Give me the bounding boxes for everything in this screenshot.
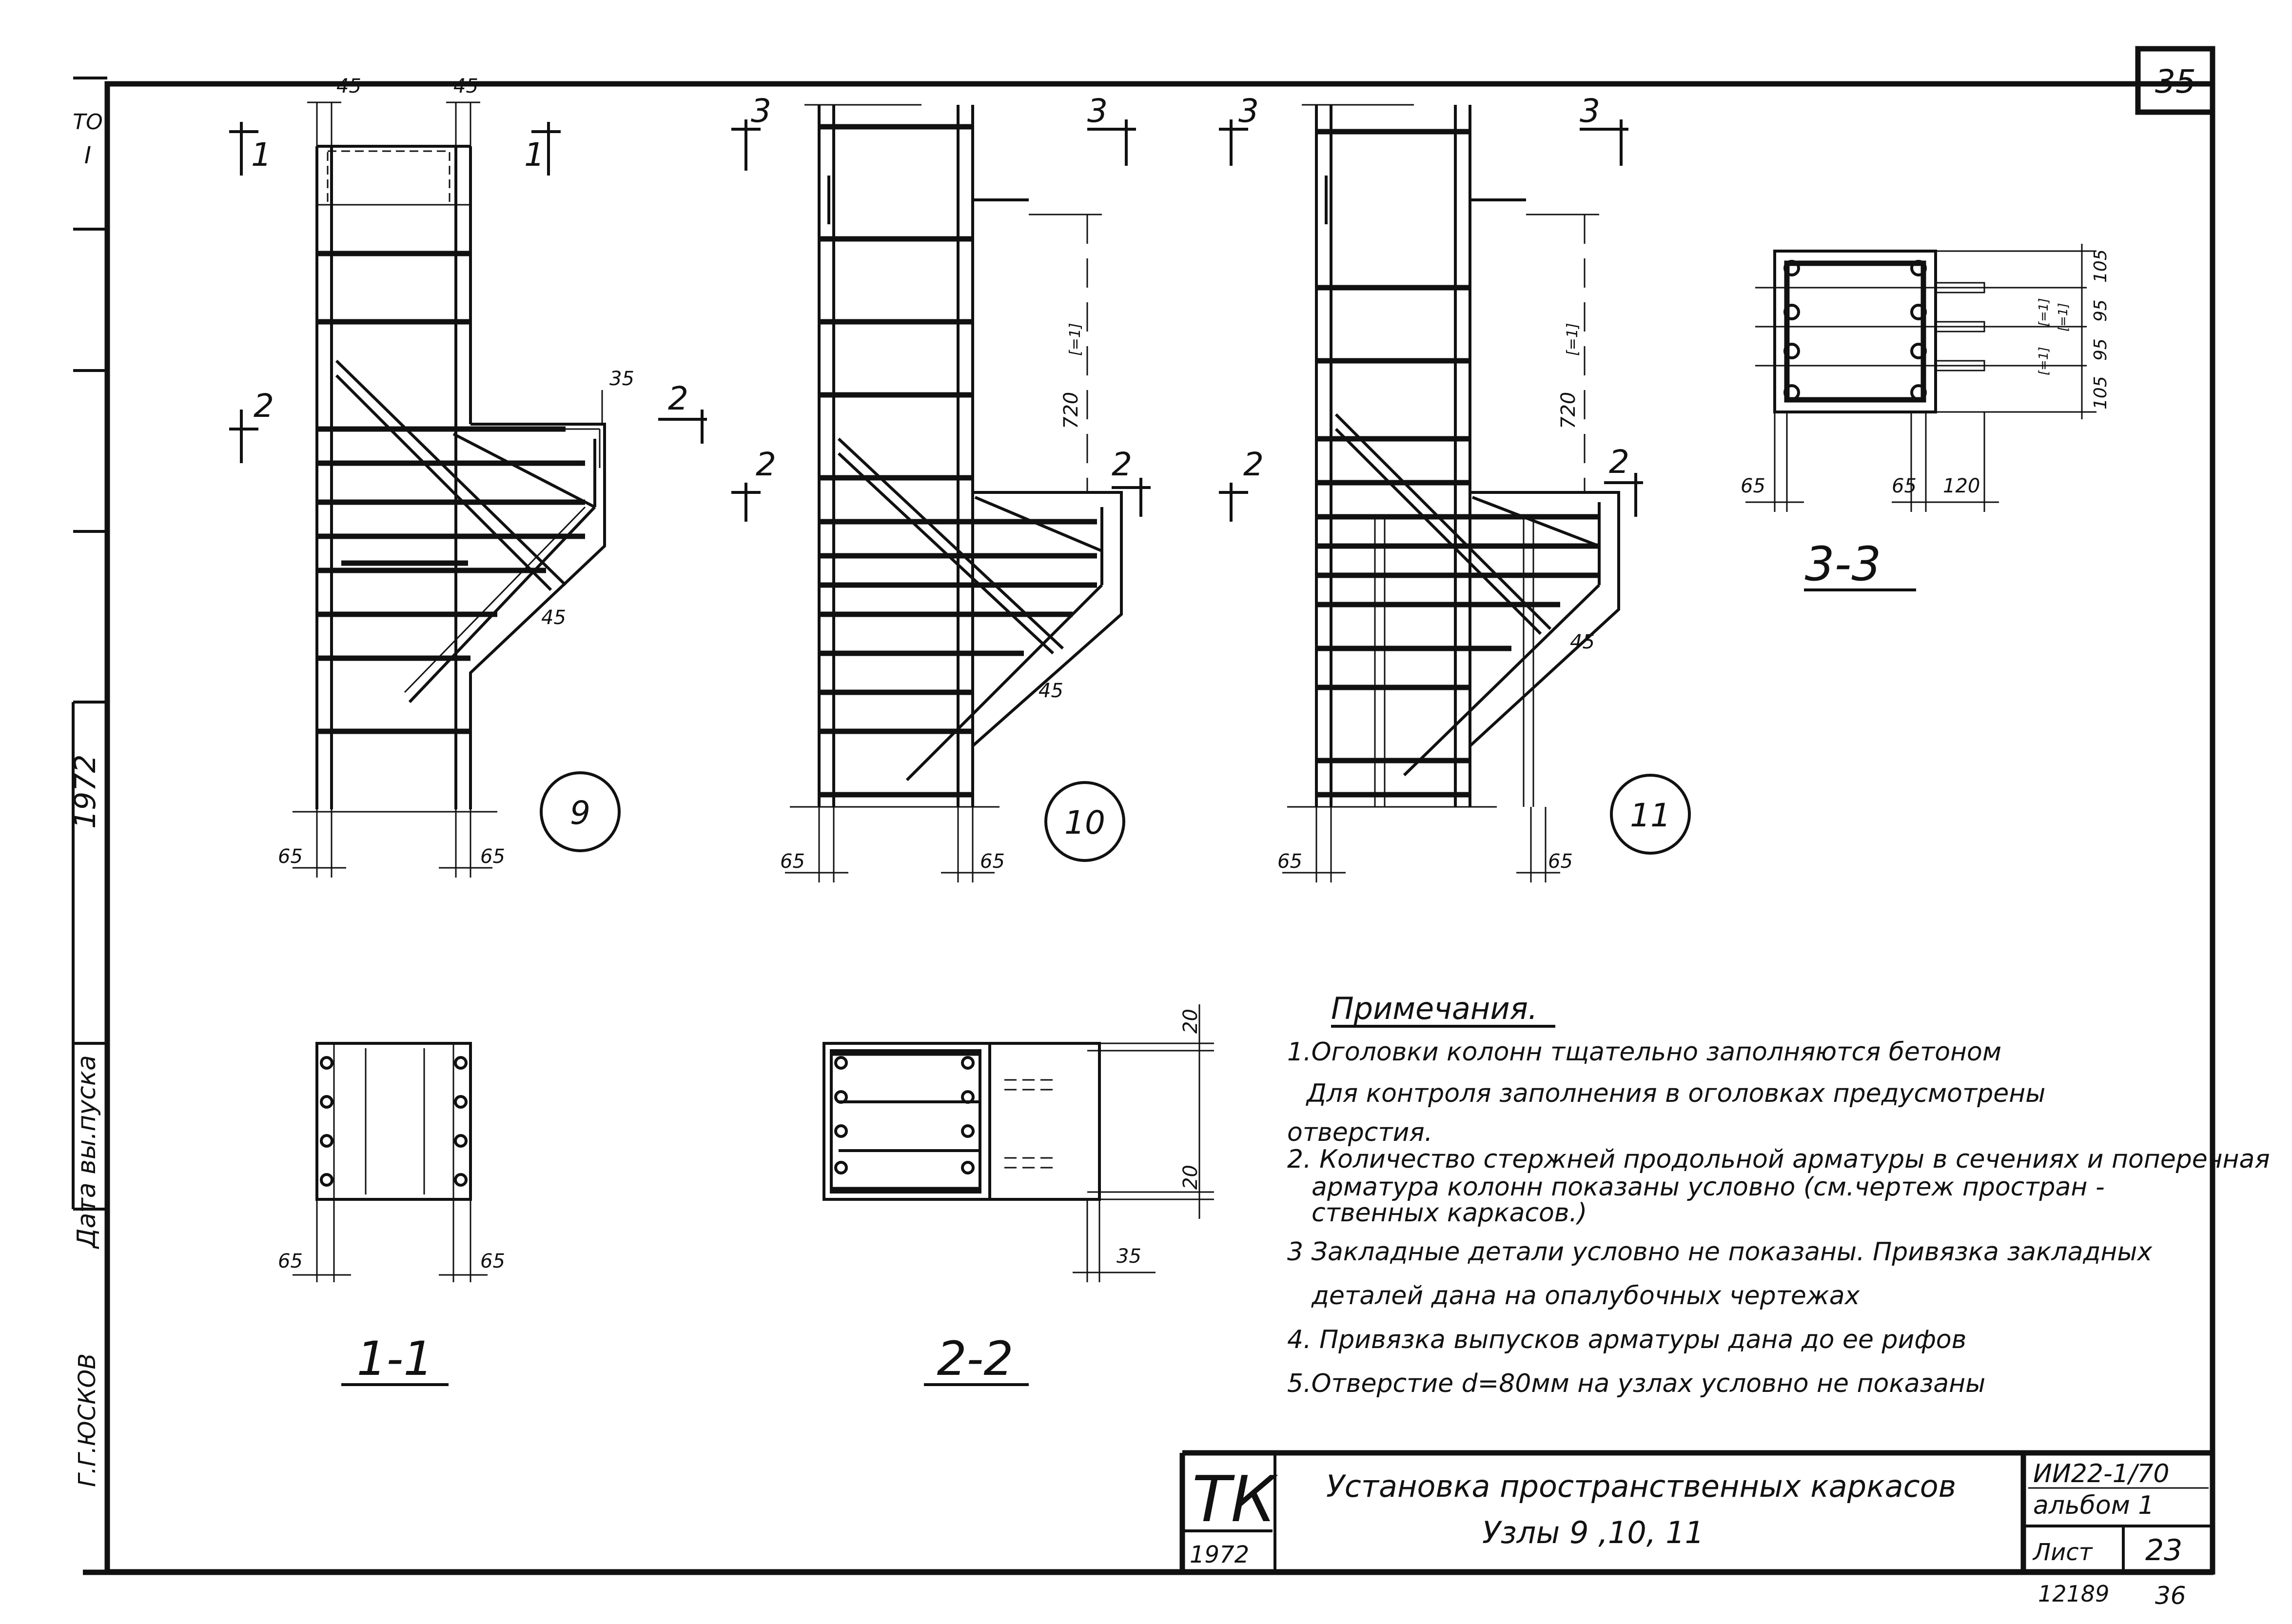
- node-9-top-right-dim: 45: [453, 75, 478, 98]
- section-2-2-title: 2-2: [937, 1331, 1014, 1386]
- note-line-2: Для контроля заполнения в оголовках пред…: [1306, 1079, 2045, 1108]
- title-block-logo-year: 1972: [1190, 1541, 1249, 1568]
- section-3-3-dim-95a: 95: [2091, 299, 2111, 322]
- section-2-2: 20 20 35 2-2: [823, 1004, 1214, 1386]
- section-3-3-dim-105b: 105: [2091, 376, 2111, 410]
- node-9-number: 9: [570, 794, 590, 832]
- section-3-3-dim-120: 120: [1943, 475, 1980, 497]
- node-11-number: 11: [1630, 797, 1671, 834]
- node-10-diag-dim: 45: [1038, 680, 1063, 702]
- side-roman-label: I: [84, 142, 91, 169]
- node-10-cut-marks: 3 3 2 2 10: [731, 92, 1151, 862]
- title-block-title-line2: Узлы 9 ,10, 11: [1482, 1515, 1704, 1550]
- note-line-6: ственных каркасов.): [1312, 1198, 1587, 1228]
- node-9-cut-2-right: 2: [668, 380, 688, 417]
- section-3-3: 105 95 95 105 [=1] [=1] [=1] 65 65 120 3…: [1741, 244, 2111, 591]
- node-9-bottom-right-dim: 65: [480, 845, 505, 868]
- node-11-cut-3-right: 3: [1580, 92, 1600, 130]
- section-3-3-dim-95b: 95: [2091, 338, 2111, 361]
- note-line-1: 1.Оголовки колонн тщательно заполняются …: [1287, 1037, 2001, 1067]
- sheet-number-box: [2135, 46, 2215, 115]
- node-10-cut-3-right: 3: [1087, 92, 1108, 130]
- title-block-logo: ТК: [1192, 1462, 1278, 1536]
- side-author: Г.Г.ЮСКОВ: [74, 1353, 101, 1487]
- notes-heading: Примечания.: [1331, 991, 1538, 1026]
- node-11-dims: 720 [=1] 45 65 65: [1277, 214, 1599, 882]
- section-1-1-title: 1-1: [357, 1331, 433, 1386]
- section-2-2-dim-bottom: 20: [1179, 1165, 1202, 1190]
- sheet-frame: 35: [72, 46, 2215, 1575]
- node-11-bottom-right-dim: 65: [1548, 850, 1573, 873]
- node-11-cut-2-left: 2: [1243, 446, 1264, 483]
- section-3-3-mark-b: [=1]: [2056, 303, 2071, 332]
- node-11-mark: [=1]: [1564, 323, 1581, 356]
- title-block-title-line1: Установка пространственных каркасов: [1326, 1468, 1956, 1504]
- node-10-height-dim: 720: [1060, 392, 1082, 429]
- node-10-number: 10: [1064, 804, 1105, 841]
- node-11-cut-2-right: 2: [1609, 443, 1629, 481]
- title-block-album: альбом 1: [2033, 1491, 2154, 1520]
- section-1-1-dim-right: 65: [480, 1250, 505, 1272]
- section-2-2-dim-top: 20: [1179, 1009, 1202, 1034]
- node-9-cut-marks: 1 1 2 2 9: [229, 122, 707, 852]
- node-10-cut-2-right: 2: [1112, 446, 1132, 483]
- node-9-ledge-dim: 35: [609, 368, 634, 390]
- side-date-label: Дата вы.пуска: [72, 1055, 101, 1249]
- title-block-sheet-number: 23: [2145, 1533, 2182, 1567]
- note-line-4: 2. Количество стержней продольной армату…: [1287, 1145, 2270, 1174]
- node-10-cut-3-left: 3: [751, 92, 771, 130]
- title-block-code: ИИ22-1/70: [2033, 1459, 2170, 1488]
- side-stamp: ТО I 1972 Дата вы.пуска Г.Г.ЮСКОВ: [68, 110, 103, 1487]
- node-10-bottom-left-dim: 65: [780, 850, 805, 873]
- node-10-dims: 720 [=1] 45 65 65: [780, 214, 1102, 882]
- note-line-9: 4. Привязка выпусков арматуры дана до ее…: [1287, 1325, 1966, 1354]
- node-11-height-dim: 720: [1557, 392, 1580, 429]
- node-9-drawing: [293, 145, 606, 813]
- note-line-3: отверстия.: [1287, 1118, 1432, 1147]
- node-10-cut-2-left: 2: [756, 446, 776, 483]
- section-3-3-title: 3-3: [1805, 537, 1881, 591]
- node-10-drawing: [790, 104, 1123, 808]
- section-3-3-mark-c: [=1]: [2037, 347, 2051, 375]
- node-9-cut-1-left: 1: [251, 136, 272, 174]
- node-11-bottom-left-dim: 65: [1277, 850, 1302, 873]
- side-year: 1972: [68, 754, 102, 829]
- node-11-drawing: [1287, 104, 1620, 808]
- node-9-bottom-left-dim: 65: [278, 845, 303, 868]
- section-3-3-mark-a: [=1]: [2037, 298, 2051, 327]
- note-line-5: арматура колонн показаны условно (см.чер…: [1312, 1173, 2105, 1202]
- section-1-1: 65 65 1-1: [278, 1042, 505, 1386]
- title-block-sheet-label: Лист: [2032, 1539, 2094, 1566]
- footer-right-number: 36: [2155, 1582, 2186, 1610]
- section-2-2-dim-35: 35: [1117, 1245, 1141, 1268]
- note-line-7: 3 Закладные детали условно не показаны. …: [1287, 1237, 2153, 1267]
- node-9-diag-dim: 45: [541, 607, 566, 629]
- node-11-diag-dim: 45: [1570, 631, 1595, 653]
- notes-block: Примечания. 1.Оголовки колонн тщательно …: [1287, 991, 2270, 1398]
- node-10-bottom-right-dim: 65: [980, 850, 1005, 873]
- node-9-top-left-dim: 45: [336, 75, 361, 98]
- title-block: ТК 1972 Установка пространственных карка…: [1179, 1450, 2213, 1610]
- section-3-3-dim-105a: 105: [2091, 249, 2111, 283]
- sheet-number: 35: [2155, 63, 2196, 100]
- node-9-dims: 45 45 35 45 65 65: [278, 75, 634, 878]
- side-top-label: ТО: [73, 110, 103, 135]
- node-11-cut-marks: 3 3 2 2 11: [1219, 92, 1691, 855]
- node-9-cut-2-left: 2: [254, 387, 274, 425]
- section-1-1-dim-left: 65: [278, 1250, 303, 1272]
- node-9-cut-1-right: 1: [524, 136, 545, 174]
- node-11-cut-3-left: 3: [1238, 92, 1259, 130]
- note-line-10: 5.Отверстие d=80мм на узлах условно не п…: [1287, 1369, 1985, 1398]
- footer-left-number: 12189: [2038, 1581, 2109, 1607]
- section-3-3-dim-65b: 65: [1892, 475, 1917, 497]
- section-3-3-dim-65a: 65: [1741, 475, 1765, 497]
- note-line-8: деталей дана на опалубочных чертежах: [1311, 1281, 1861, 1311]
- node-10-mark: [=1]: [1067, 323, 1084, 356]
